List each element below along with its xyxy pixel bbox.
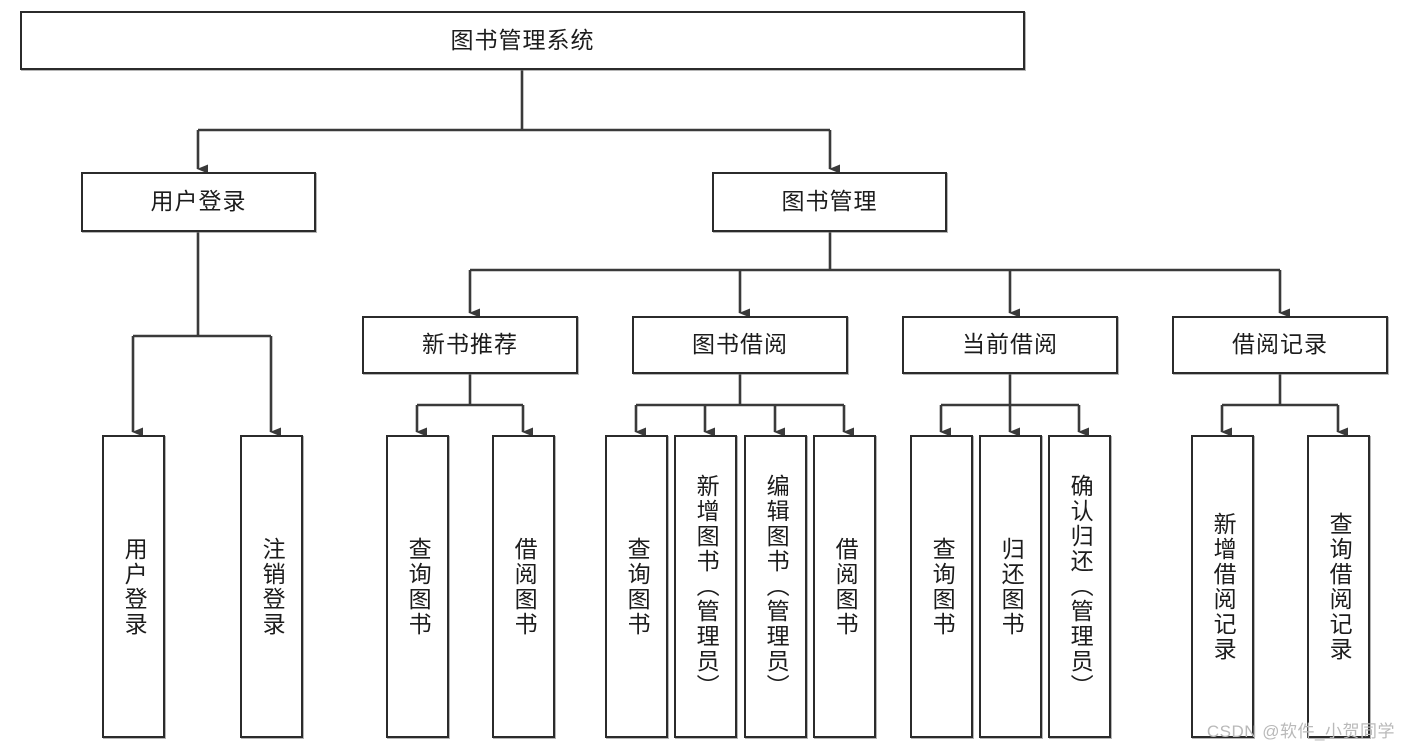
node-label: 图书借阅 <box>692 331 788 358</box>
node-label: 借阅图书 <box>511 536 538 637</box>
node-root-book-management-system[interactable]: 图书管理系统 <box>20 11 1025 70</box>
node-label: 查询图书 <box>929 536 956 637</box>
leaf-book-borrow-add-book-admin[interactable]: 新增图书（管理员） <box>674 435 737 738</box>
node-label: 新增借阅记录 <box>1210 511 1237 662</box>
node-book-management[interactable]: 图书管理 <box>712 172 947 232</box>
node-label: 确认归还（管理员） <box>1067 474 1094 699</box>
node-label: 图书管理系统 <box>450 26 595 53</box>
leaf-borrow-record-query-record[interactable]: 查询借阅记录 <box>1307 435 1370 738</box>
leaf-new-book-borrow-book[interactable]: 借阅图书 <box>492 435 555 738</box>
csdn-watermark: CSDN @软件_小贺同学 <box>1206 722 1395 741</box>
leaf-book-borrow-borrow-book[interactable]: 借阅图书 <box>813 435 876 738</box>
leaf-borrow-record-add-record[interactable]: 新增借阅记录 <box>1191 435 1254 738</box>
leaf-current-borrow-query-book[interactable]: 查询图书 <box>910 435 973 738</box>
leaf-user-login-login[interactable]: 用户登录 <box>102 435 165 738</box>
leaf-new-book-query-book[interactable]: 查询图书 <box>386 435 449 738</box>
node-new-book-recommend[interactable]: 新书推荐 <box>362 316 578 374</box>
leaf-current-borrow-confirm-return-admin[interactable]: 确认归还（管理员） <box>1048 435 1111 738</box>
node-label: 查询图书 <box>624 536 651 637</box>
node-label: 查询借阅记录 <box>1326 511 1353 662</box>
node-label: 借阅记录 <box>1232 331 1328 358</box>
node-borrow-record[interactable]: 借阅记录 <box>1172 316 1388 374</box>
node-current-borrow[interactable]: 当前借阅 <box>902 316 1118 374</box>
node-label: 归还图书 <box>998 536 1025 637</box>
leaf-current-borrow-return-book[interactable]: 归还图书 <box>979 435 1042 738</box>
leaf-user-login-logout[interactable]: 注销登录 <box>240 435 303 738</box>
node-label: 查询图书 <box>405 536 432 637</box>
node-label: 图书管理 <box>781 188 878 215</box>
node-label: 用户登录 <box>150 188 247 215</box>
node-user-login[interactable]: 用户登录 <box>81 172 316 232</box>
node-label: 用户登录 <box>121 536 148 637</box>
leaf-book-borrow-edit-book-admin[interactable]: 编辑图书（管理员） <box>744 435 807 738</box>
node-label: 当前借阅 <box>962 331 1058 358</box>
node-label: 注销登录 <box>259 536 286 637</box>
node-label: 新书推荐 <box>422 331 518 358</box>
node-book-borrow[interactable]: 图书借阅 <box>632 316 848 374</box>
leaf-book-borrow-query-book[interactable]: 查询图书 <box>605 435 668 738</box>
node-label: 借阅图书 <box>832 536 859 637</box>
node-label: 新增图书（管理员） <box>693 474 720 699</box>
node-label: 编辑图书（管理员） <box>763 474 790 699</box>
